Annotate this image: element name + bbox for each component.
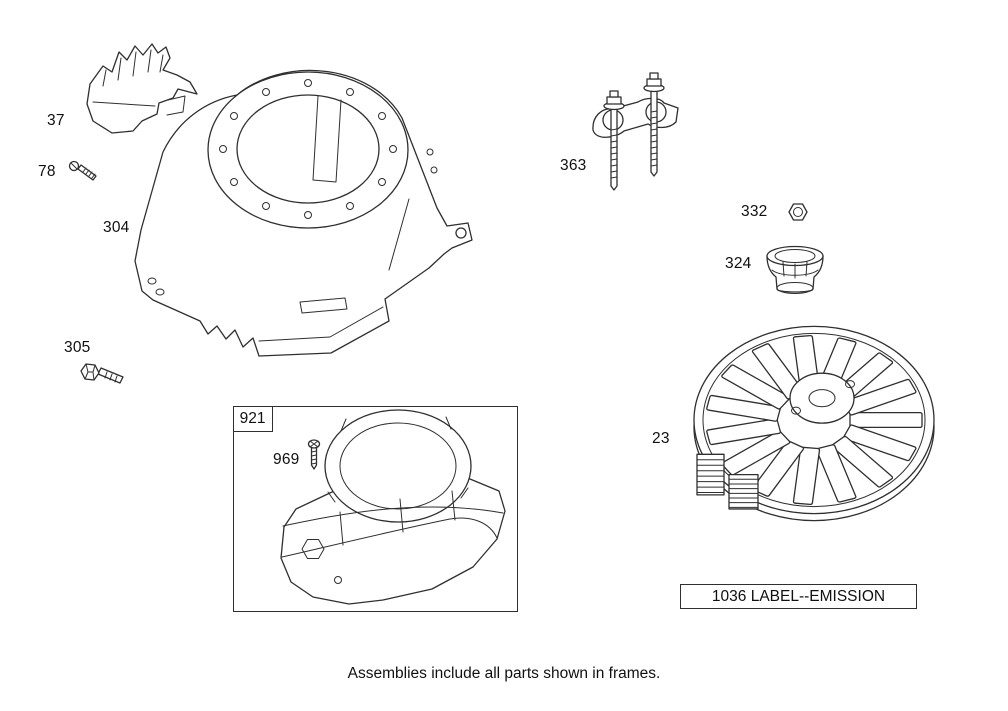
part-305-bolt-drawing xyxy=(81,364,123,383)
callout-969: 969 xyxy=(273,451,300,468)
callout-305: 305 xyxy=(64,339,91,356)
part-304-blower-housing-drawing xyxy=(135,70,472,356)
part-363-bracket-screws-drawing xyxy=(593,73,678,190)
callout-332: 332 xyxy=(741,203,768,220)
callout-37: 37 xyxy=(47,112,65,129)
part-23-flywheel-drawing xyxy=(694,326,934,520)
part-78-screw-drawing xyxy=(70,162,97,181)
emission-label-text: 1036 LABEL--EMISSION xyxy=(711,587,886,605)
callout-78: 78 xyxy=(38,163,56,180)
part-969-screw-drawing xyxy=(309,440,320,469)
part-332-nut-drawing xyxy=(789,204,807,220)
frame-921-label: 921 xyxy=(232,405,273,432)
callout-363: 363 xyxy=(560,157,587,174)
callout-324: 324 xyxy=(725,255,752,272)
part-37-shield-drawing xyxy=(87,44,197,133)
part-921-cover-drawing xyxy=(281,410,505,604)
assemblies-note: Assemblies include all parts shown in fr… xyxy=(347,665,661,682)
frame-1036-emission: 1036 LABEL--EMISSION xyxy=(680,584,917,609)
part-324-cup-drawing xyxy=(767,247,823,294)
callout-304: 304 xyxy=(103,219,130,236)
frame-921: 921 xyxy=(232,405,518,612)
callout-23: 23 xyxy=(652,430,670,447)
